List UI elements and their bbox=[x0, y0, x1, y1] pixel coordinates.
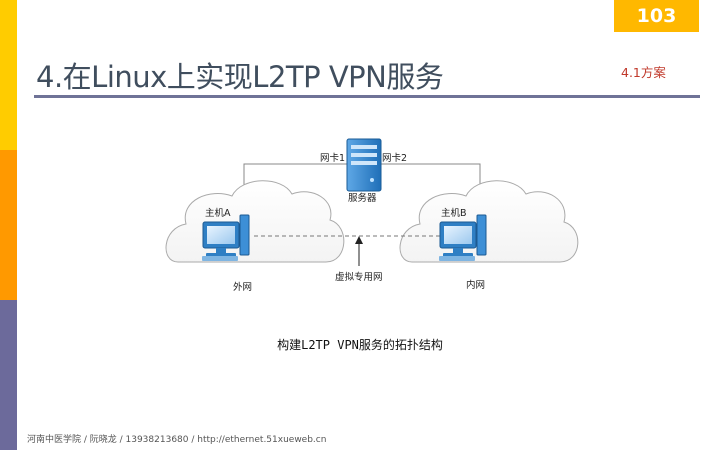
host-b-computer-icon bbox=[439, 214, 487, 261]
left-cloud-label: 外网 bbox=[233, 281, 252, 293]
vpn-label: 虚拟专用网 bbox=[335, 271, 383, 283]
right-cloud-label: 内网 bbox=[466, 279, 485, 291]
vpn-arrow-icon bbox=[355, 236, 363, 266]
host-a-computer-icon bbox=[202, 214, 250, 261]
title-underline bbox=[34, 95, 700, 98]
nic2-label: 网卡2 bbox=[382, 152, 407, 164]
nic1-label: 网卡1 bbox=[320, 152, 345, 164]
footer-credit: 河南中医学院 / 阮晓龙 / 13938213680 / http://ethe… bbox=[27, 435, 327, 445]
page-number: 103 bbox=[614, 0, 699, 32]
decor-bar-yellow bbox=[0, 0, 17, 150]
decor-bar-purple bbox=[0, 300, 17, 450]
slide-title: 4.在Linux上实现L2TP VPN服务 bbox=[36, 60, 444, 94]
decor-bar-orange bbox=[0, 150, 17, 300]
server-label: 服务器 bbox=[348, 192, 377, 204]
diagram-caption: 构建L2TP VPN服务的拓扑结构 bbox=[277, 338, 443, 352]
right-cloud bbox=[399, 180, 579, 263]
left-cloud bbox=[165, 180, 345, 263]
host-b-label: 主机B bbox=[441, 207, 467, 219]
server-icon bbox=[346, 138, 382, 192]
host-a-label: 主机A bbox=[205, 207, 231, 219]
section-note: 4.1方案 bbox=[621, 65, 666, 80]
